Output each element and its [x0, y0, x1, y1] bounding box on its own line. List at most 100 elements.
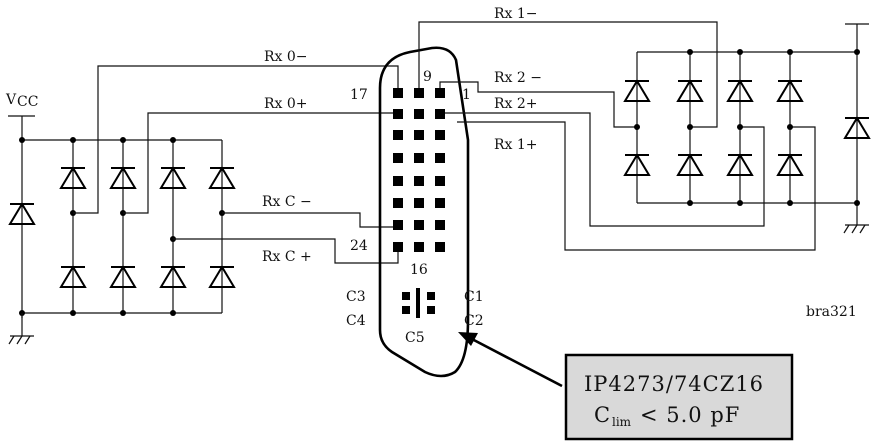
- pin-r1c2: [414, 88, 424, 98]
- wire-rxc-plus: [173, 238, 399, 264]
- diode-right-u2: [676, 79, 704, 102]
- capacitance-symbol: C: [594, 403, 611, 427]
- label-rx2-plus: Rx 2+: [494, 96, 538, 112]
- pin-r2c1: [393, 109, 403, 119]
- pin-c5: [416, 288, 420, 318]
- junction-dot: [170, 137, 176, 143]
- pin-label-16: 16: [410, 262, 428, 278]
- pin-r5c2: [414, 176, 424, 186]
- junction-dot: [687, 200, 693, 206]
- pin-r6c2: [414, 198, 424, 208]
- diode-left-u1: [59, 166, 87, 189]
- junction-dot: [634, 124, 640, 130]
- pin-label-9: 9: [423, 69, 432, 85]
- diode-left-u2: [109, 166, 137, 189]
- junction-dot: [170, 310, 176, 316]
- diode-right-u3: [726, 79, 754, 102]
- wire-rx0-minus: [73, 65, 399, 214]
- diode-left-tvs: [8, 202, 36, 225]
- diode-left-l1: [59, 265, 87, 288]
- pin-r3c3: [435, 130, 445, 140]
- diode-left-l3: [159, 265, 187, 288]
- part-box: [564, 353, 794, 441]
- label-rxc-plus: Rx C +: [262, 249, 312, 265]
- junction-dot: [70, 310, 76, 316]
- pin-label-17: 17: [350, 87, 368, 103]
- analog-pins: [402, 288, 435, 318]
- pin-r7c2: [414, 220, 424, 230]
- pin-r5c1: [393, 176, 403, 186]
- pin-r4c2: [414, 153, 424, 163]
- junction-dot: [687, 124, 693, 130]
- pin-r1c3: [435, 88, 445, 98]
- diode-right-l4: [776, 153, 804, 176]
- wire-rx1-minus: [418, 21, 718, 128]
- label-rx1-plus: Rx 1+: [494, 137, 538, 153]
- diode-left-l2: [109, 265, 137, 288]
- pin-r2c2: [414, 109, 424, 119]
- junction-dot: [687, 49, 693, 55]
- wire-rx0-plus: [123, 112, 398, 214]
- diode-left-l4: [208, 265, 236, 288]
- dvi-connector: [378, 46, 470, 378]
- arrow-head-icon: [458, 332, 478, 346]
- diode-right-u1: [623, 79, 651, 102]
- pin-r8c1: [393, 242, 403, 252]
- vcc-sub-label: CC: [17, 94, 38, 110]
- pin-label-24: 24: [350, 238, 368, 254]
- pin-r4c1: [393, 153, 403, 163]
- junction-dot: [787, 49, 793, 55]
- wire-rxc-minus: [222, 212, 398, 228]
- pin-c4: [402, 306, 410, 314]
- pin-r8c2: [414, 242, 424, 252]
- label-rx2-minus: Rx 2 −: [494, 70, 542, 86]
- junction-dot: [787, 200, 793, 206]
- junction-dot: [19, 137, 25, 143]
- pin-label-c5: C5: [405, 330, 425, 346]
- junction-dot: [737, 124, 743, 130]
- label-rx0-minus: Rx 0−: [264, 49, 308, 65]
- pin-label-c1: C1: [464, 289, 484, 305]
- ground-right-icon: [843, 224, 869, 234]
- pin-label-c4: C4: [346, 313, 366, 329]
- capacitance-value: < 5.0 pF: [640, 403, 740, 427]
- pin-r2c3: [435, 109, 445, 119]
- pin-r6c1: [393, 198, 403, 208]
- pin-r1c1: [393, 88, 403, 98]
- diode-left-u4: [208, 166, 236, 189]
- ground-left-icon: [8, 313, 34, 345]
- pin-r7c1: [393, 220, 403, 230]
- label-rx1-minus: Rx 1−: [494, 6, 538, 22]
- pin-c3: [402, 292, 410, 300]
- labels: V CC Rx 0− Rx 0+ Rx C − Rx C + Rx 1− Rx …: [5, 6, 857, 346]
- junction-dot: [737, 200, 743, 206]
- pin-r4c3: [435, 153, 445, 163]
- junction-dot: [70, 137, 76, 143]
- junction-dot: [737, 49, 743, 55]
- pin-r8c3: [435, 242, 445, 252]
- part-callout: IP4273/74CZ16 C lim < 5.0 pF: [458, 332, 794, 441]
- diode-right-l2: [676, 153, 704, 176]
- junction-dot: [120, 137, 126, 143]
- left-diode-array: [8, 115, 236, 345]
- wire-rx2-plus: [445, 112, 765, 227]
- pin-c1: [427, 292, 435, 300]
- label-rxc-minus: Rx C −: [262, 194, 312, 210]
- pin-c2: [427, 306, 435, 314]
- part-number: IP4273/74CZ16: [584, 372, 764, 396]
- junction-dot: [854, 49, 860, 55]
- diode-right-tvs: [843, 116, 871, 139]
- diode-right-l1: [623, 153, 651, 176]
- vcc-label: V: [5, 92, 17, 108]
- callout-leader: [469, 336, 563, 388]
- diode-left-u3: [159, 166, 187, 189]
- diode-right-l3: [726, 153, 754, 176]
- pin-label-c3: C3: [346, 289, 366, 305]
- pin-grid: [393, 88, 445, 252]
- pin-label-c2: C2: [464, 313, 484, 329]
- pin-r7c3: [435, 220, 445, 230]
- right-diode-array: [623, 23, 871, 234]
- figure-id: bra321: [806, 304, 857, 320]
- label-rx0-plus: Rx 0+: [264, 96, 308, 112]
